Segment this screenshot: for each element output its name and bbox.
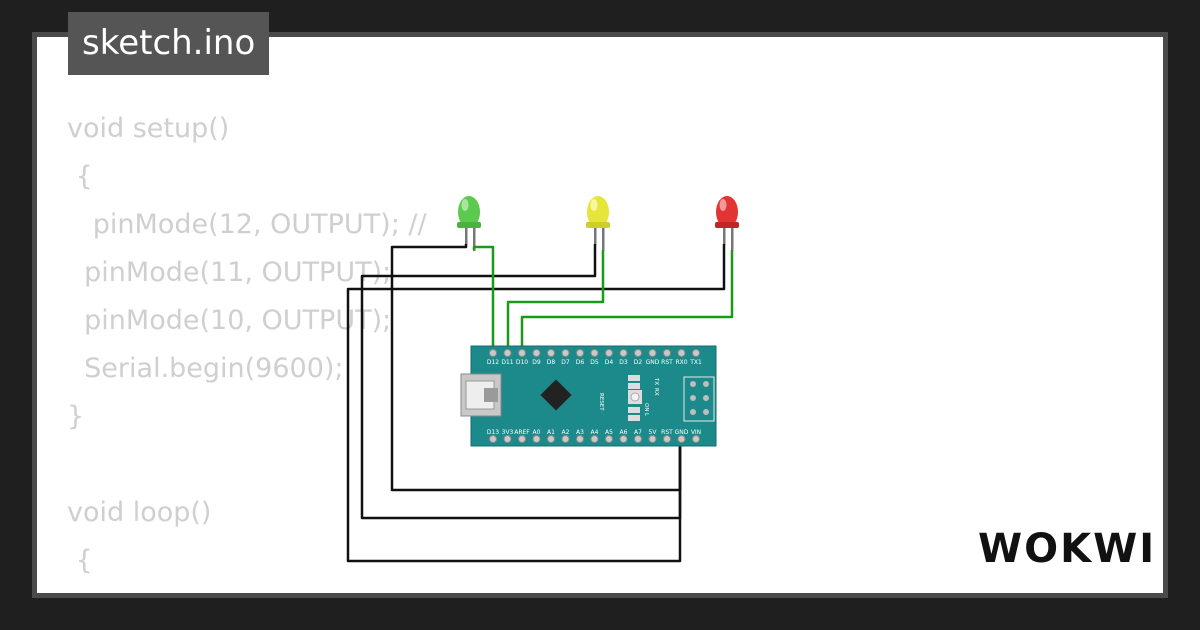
ground-wires[interactable] xyxy=(346,244,726,563)
code-listing: void setup() { pinMode(12, OUTPUT); // p… xyxy=(67,105,427,593)
pin-label: D6 xyxy=(576,359,585,366)
pin-a3[interactable] xyxy=(576,435,584,443)
pin-a0[interactable] xyxy=(532,435,541,443)
board-label: TX xyxy=(653,377,659,385)
pin-d9[interactable] xyxy=(532,349,541,357)
pin-label: RX0 xyxy=(675,359,687,366)
code-line: void setup() xyxy=(67,113,230,144)
pin-label: D11 xyxy=(501,359,513,366)
pin-d8[interactable] xyxy=(547,349,555,357)
pin-5v[interactable] xyxy=(648,435,657,443)
signal-wires[interactable] xyxy=(472,245,734,352)
pin-label: D8 xyxy=(547,359,556,366)
pin-a5[interactable] xyxy=(605,435,613,443)
pin-d11[interactable] xyxy=(503,349,512,357)
pin-a7[interactable] xyxy=(634,435,642,443)
pin-d5[interactable] xyxy=(590,349,599,357)
code-line: { xyxy=(67,161,93,192)
pin-d6[interactable] xyxy=(576,349,584,357)
pin-vin[interactable] xyxy=(692,435,700,443)
pin-d13[interactable] xyxy=(489,435,497,443)
pin-label: RST xyxy=(661,359,673,366)
pin-rst[interactable] xyxy=(663,349,671,357)
board-labels: RESET TX RX ON L xyxy=(598,377,659,417)
pin-label: D4 xyxy=(605,359,614,366)
pin-label: A4 xyxy=(591,429,599,436)
pin-label: A7 xyxy=(634,429,642,436)
pin-label: TX1 xyxy=(689,359,702,366)
pin-gnd[interactable] xyxy=(648,349,657,357)
usb-connector xyxy=(460,373,502,417)
pin-label: AREF xyxy=(514,429,530,436)
pin-label: A2 xyxy=(562,429,570,436)
board-label: L xyxy=(643,413,649,417)
pin-a1[interactable] xyxy=(547,435,555,443)
pin-label: RST xyxy=(661,429,673,436)
mcu-chip xyxy=(540,379,572,411)
board-label: RX xyxy=(653,388,659,396)
pin-aref[interactable] xyxy=(518,435,526,443)
pin-d7[interactable] xyxy=(561,349,570,357)
pin-label: GND xyxy=(675,429,689,436)
reset-button[interactable] xyxy=(628,390,642,404)
preview-canvas: void setup() { pinMode(12, OUTPUT); // p… xyxy=(37,37,1163,593)
code-line: { xyxy=(67,545,93,576)
pin-label: A5 xyxy=(605,429,613,436)
pin-rst[interactable] xyxy=(663,435,671,443)
pin-label: A0 xyxy=(533,429,541,436)
led-green[interactable] xyxy=(457,196,481,251)
pin-label: D5 xyxy=(590,359,599,366)
pin-gnd[interactable] xyxy=(677,435,686,443)
code-line: pinMode(11, OUTPUT); xyxy=(67,257,392,288)
pin-label: VIN xyxy=(691,429,701,436)
pin-label: A1 xyxy=(547,429,555,436)
pin-a6[interactable] xyxy=(619,435,628,443)
pin-rx0[interactable] xyxy=(677,349,686,357)
pin-label: D2 xyxy=(634,359,643,366)
board-label: ON xyxy=(643,403,649,411)
pin-label: D10 xyxy=(516,359,528,366)
code-line: Serial.begin(9600); xyxy=(67,353,344,384)
pin-label: 5V xyxy=(649,429,658,436)
pin-label: D12 xyxy=(487,359,499,366)
icsp-header xyxy=(683,376,715,422)
pin-label: GND xyxy=(646,359,660,366)
pin-a4[interactable] xyxy=(590,435,599,443)
pin-d3[interactable] xyxy=(619,349,628,357)
code-line: pinMode(10, OUTPUT); xyxy=(67,305,392,336)
pin-a2[interactable] xyxy=(561,435,570,443)
code-line: pinMode(12, OUTPUT); // xyxy=(67,209,427,240)
pin-label: D13 xyxy=(487,429,499,436)
pin-label: D7 xyxy=(561,359,570,366)
wokwi-logo: WOKWI xyxy=(978,526,1157,572)
pin-label: A6 xyxy=(620,429,628,436)
sketch-title: sketch.ino xyxy=(68,12,270,75)
pin-d2[interactable] xyxy=(634,349,642,357)
led-yellow[interactable] xyxy=(586,196,610,251)
pin-3v3[interactable] xyxy=(503,435,512,443)
pin-d10[interactable] xyxy=(518,349,526,357)
pin-d4[interactable] xyxy=(605,349,613,357)
pin-d12[interactable] xyxy=(489,349,497,357)
pin-label: 3V3 xyxy=(502,429,514,436)
pin-label: D3 xyxy=(619,359,628,366)
code-line: void loop() xyxy=(67,497,212,528)
status-leds xyxy=(628,375,640,421)
pin-tx1[interactable] xyxy=(692,349,700,357)
led-red[interactable] xyxy=(715,196,739,251)
board-label: RESET xyxy=(598,393,604,411)
pin-label: D9 xyxy=(532,359,541,366)
code-line: } xyxy=(67,401,85,432)
pin-label: A3 xyxy=(576,429,584,436)
